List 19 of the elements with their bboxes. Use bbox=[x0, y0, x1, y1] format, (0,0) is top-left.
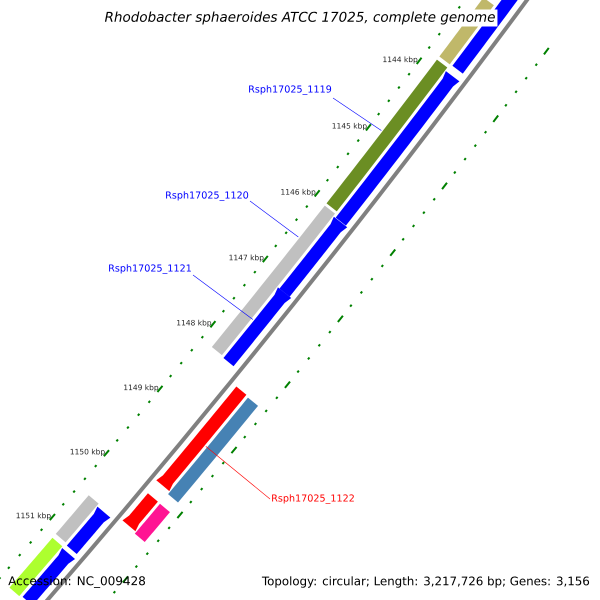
gene-label: Rsph17025_1122 bbox=[272, 494, 354, 504]
gene-bar bbox=[66, 506, 110, 554]
leader-line bbox=[250, 200, 299, 238]
gene-bar bbox=[122, 493, 158, 532]
gene-label: Rsph17025_1120 bbox=[166, 191, 248, 201]
gene-bar bbox=[168, 398, 258, 503]
title: Rhodobacter sphaeroides ATCC 17025, complete genome bbox=[102, 9, 498, 27]
leader-line bbox=[206, 446, 270, 500]
gene-bar bbox=[223, 287, 292, 366]
gene-bar bbox=[279, 216, 348, 297]
gene-bar bbox=[212, 206, 336, 356]
gene-bar bbox=[134, 504, 170, 542]
gene-label: Rsph17025_1121 bbox=[109, 264, 191, 274]
gene-bar bbox=[56, 495, 99, 542]
summary-text: Topology: circular; Length: 3,217,726 bp; Genes: 3,156 bbox=[262, 576, 590, 588]
leader-line bbox=[192, 274, 254, 320]
gene-label: Rsph17025_1119 bbox=[249, 85, 332, 95]
accession-text: Accession: NC_009428 bbox=[8, 576, 146, 588]
leader-line bbox=[332, 98, 382, 131]
